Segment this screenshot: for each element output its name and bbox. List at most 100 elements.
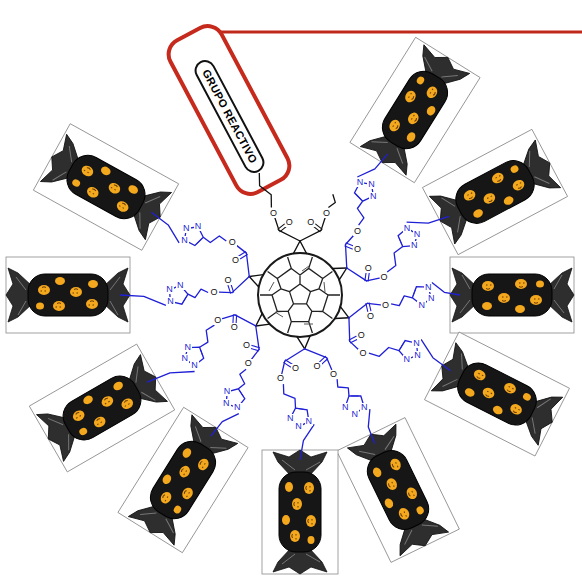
bond-line [293, 241, 300, 254]
atom-label: N [413, 230, 422, 239]
bond-line [240, 391, 244, 397]
alkyl-chain [421, 339, 450, 370]
bond-line [321, 218, 325, 230]
bond-line [200, 350, 202, 356]
node-label: GRUPO REACTIVO [200, 67, 259, 164]
candy [262, 450, 338, 574]
bond-line [197, 239, 202, 244]
bond-line [275, 218, 279, 230]
bond-line [327, 358, 332, 370]
bond-line [346, 244, 347, 268]
atom-label: O [242, 341, 251, 350]
bond-line [345, 246, 352, 249]
bond-line [400, 343, 403, 349]
bond-line [349, 336, 356, 340]
atom-label: O [276, 374, 285, 383]
atom-label: N [194, 222, 203, 231]
alkyl-chain [120, 295, 166, 305]
atom-label: O [230, 323, 239, 332]
bond-line [333, 267, 347, 269]
atom-label: N [356, 178, 365, 187]
fullerene-bonds [260, 257, 340, 333]
candy [422, 129, 567, 254]
atom-label: O [244, 359, 253, 368]
candy [6, 257, 130, 333]
bond-line [246, 253, 249, 276]
alkyl-chain [203, 236, 226, 243]
bond-line [349, 303, 368, 318]
atom-label: N [403, 355, 412, 364]
bond-line [223, 315, 235, 319]
fullerene-double-bonds [269, 266, 325, 324]
alkyl-chain [407, 216, 449, 223]
atom-label: O [231, 256, 240, 265]
bond-line [285, 349, 305, 361]
candy [450, 257, 574, 333]
alkyl-chain [259, 173, 271, 208]
atom-label: N [360, 403, 369, 412]
atom-label: N [413, 351, 422, 360]
atom-label: N [294, 422, 303, 431]
bond-line [249, 275, 263, 277]
alkyl-chain [387, 247, 403, 272]
callout-frame [163, 20, 295, 199]
bond-line [236, 245, 246, 253]
bond-line [305, 349, 327, 358]
atom-label: O [381, 301, 390, 310]
bond-line [305, 336, 310, 349]
fullerene [258, 253, 342, 337]
atom-label: N [369, 192, 378, 201]
alkyl-chain [432, 282, 460, 295]
atom-label: N [180, 354, 189, 363]
bond-line [367, 278, 380, 281]
atom-label: O [228, 238, 237, 247]
atom-label: O [357, 331, 366, 340]
bond-line [367, 303, 380, 305]
atom-label: N [184, 343, 193, 352]
atom-label: O [380, 273, 389, 282]
alkyl-chain [391, 296, 412, 306]
atom-label: N [410, 241, 419, 250]
candy [350, 37, 480, 182]
atom-label: O [313, 362, 322, 371]
atom-label: N [350, 410, 359, 419]
bond-line [282, 361, 285, 374]
atom-label: N [417, 301, 426, 310]
bond-line [231, 285, 233, 293]
atom-label: O [364, 264, 373, 273]
bond-line [340, 307, 349, 318]
bond-line [297, 337, 305, 349]
bond-line [249, 277, 259, 287]
alkyl-chain [147, 372, 194, 383]
atom-label: O [210, 288, 219, 297]
alkyl-chain [200, 325, 215, 347]
atom-label: O [291, 364, 300, 373]
candy [425, 332, 570, 456]
atom-label: O [224, 276, 233, 285]
reactive-group-pill: GRUPO REACTIVO [190, 56, 267, 176]
atom-label: N [233, 403, 242, 412]
candy [337, 418, 460, 563]
atom-label: O [329, 370, 338, 379]
atom-label: N [305, 417, 314, 426]
bond-line [256, 324, 270, 326]
atom-label: N [176, 281, 185, 290]
atom-label: N [424, 283, 433, 292]
alkyl-chain [369, 348, 399, 357]
alkyl-chain [283, 384, 295, 408]
atom-label: O [213, 316, 222, 325]
candy [33, 124, 178, 251]
bond-line [236, 315, 238, 323]
atom-label: O [358, 349, 367, 358]
atom-label: N [182, 224, 191, 233]
alkyl-chain [238, 369, 246, 389]
callout-line [220, 31, 582, 34]
atom-label: O [353, 245, 362, 254]
bond-line [314, 227, 320, 232]
atom-label: N [190, 361, 199, 370]
bond-line [399, 238, 402, 244]
atom-label: N [403, 224, 412, 233]
bond-line [356, 195, 361, 200]
bond-line [252, 345, 260, 347]
